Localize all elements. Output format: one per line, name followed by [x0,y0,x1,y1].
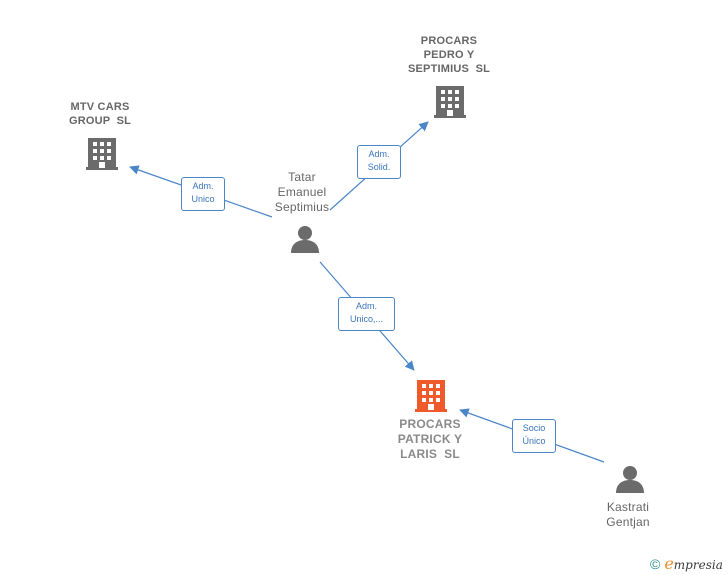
edge-badge-line-2: Unico,... [349,314,383,324]
building-icon[interactable] [86,136,118,170]
procars-pedro-label[interactable]: PROCARS PEDRO Y SEPTIMIUS SL [396,34,502,76]
edge-badge-line-1: Adm. [192,181,214,191]
procars-pedro-line-2: PEDRO Y [423,49,475,61]
edge-badge-kastrati-patrick[interactable]: Socio Único [512,419,556,453]
edge-badge-line-2: Unico [191,194,215,204]
tatar-line-2: Emanuel [277,185,327,199]
procars-patrick-label[interactable]: PROCARS PATRICK Y LARIS SL [382,417,478,462]
building-icon[interactable] [415,378,447,412]
edge-badge-line-1: Adm. [355,301,377,311]
procars-patrick-line-1: PROCARS [399,417,461,431]
brand-rest: mpresia [673,558,723,572]
empresia-logo[interactable]: ©empresia [650,554,723,573]
building-icon[interactable] [434,84,466,118]
kastrati-line-2: Gentjan [606,515,650,529]
procars-patrick-line-2: PATRICK Y [397,432,463,446]
tatar-line-1: Tatar [288,170,316,184]
mtv-cars-label[interactable]: MTV CARS GROUP SL [52,100,148,128]
tatar-line-3: Septimius [274,200,330,214]
kastrati-label[interactable]: Kastrati Gentjan [588,500,668,530]
mtv-cars-line-2: GROUP SL [68,115,132,127]
edge-badge-line-1: Adm. [368,149,390,159]
edge-badge-line-1: Socio [522,423,546,433]
procars-pedro-line-1: PROCARS [420,35,478,47]
person-icon[interactable] [615,464,645,494]
edge-badge-tatar-mtv[interactable]: Adm. Unico [181,177,225,211]
edge-badge-tatar-pedro[interactable]: Adm. Solid. [357,145,401,179]
edge-badge-line-2: Único [522,436,546,446]
brand-e: e [664,554,674,573]
kastrati-line-1: Kastrati [606,500,650,514]
copyright-icon: © [650,556,661,572]
procars-pedro-line-3: SEPTIMIUS SL [407,63,491,75]
mtv-cars-line-1: MTV CARS [70,101,130,113]
procars-patrick-line-3: LARIS SL [400,447,460,461]
person-icon[interactable] [290,224,320,254]
tatar-label[interactable]: Tatar Emanuel Septimius [262,170,342,215]
edge-badge-line-2: Solid. [367,162,391,172]
edge-badge-tatar-patrick[interactable]: Adm. Unico,... [338,297,395,331]
